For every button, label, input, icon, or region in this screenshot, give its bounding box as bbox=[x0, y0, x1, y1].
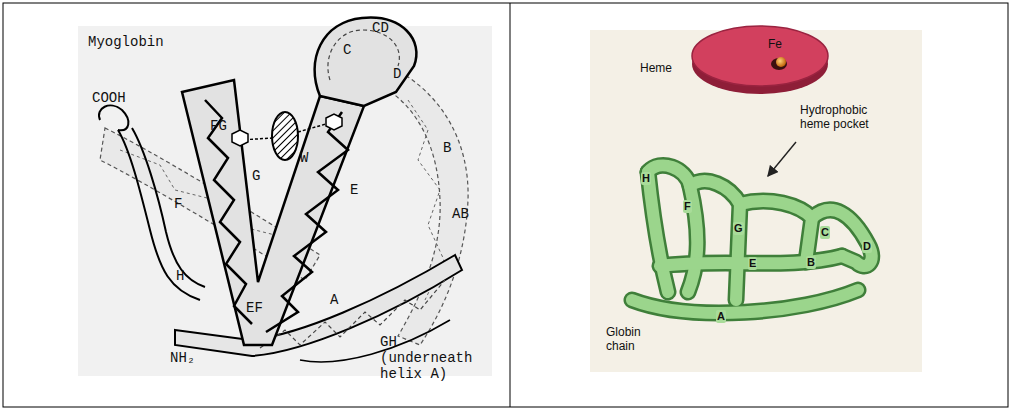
loop-label: EF bbox=[246, 300, 263, 316]
site-label: W bbox=[300, 150, 308, 166]
heme-label: Heme bbox=[640, 62, 672, 76]
helix-label: C bbox=[820, 226, 830, 239]
loop-label: FG bbox=[210, 118, 227, 134]
iron-label: Fe bbox=[768, 38, 782, 52]
helix-label: G bbox=[252, 168, 260, 184]
loop-label: CD bbox=[372, 20, 389, 36]
chain-label: Globin chain bbox=[606, 326, 662, 354]
helix-label: C bbox=[343, 42, 351, 58]
helix-label: H bbox=[641, 172, 651, 185]
helix-label: B bbox=[806, 256, 816, 269]
loop-label: AB bbox=[452, 206, 469, 222]
loop-label: GH (underneath helix A) bbox=[380, 334, 484, 382]
helix-label: D bbox=[862, 240, 872, 253]
helix-label: E bbox=[350, 182, 358, 198]
helix-label: F bbox=[683, 200, 692, 213]
helix-label: F bbox=[174, 196, 182, 212]
figure-title: Myoglobin bbox=[88, 34, 164, 50]
helix-label: A bbox=[716, 310, 726, 323]
helix-label: G bbox=[733, 222, 744, 235]
pocket-label: Hydrophobic heme pocket bbox=[800, 104, 880, 132]
helix-label: E bbox=[748, 257, 757, 270]
terminus-label: COOH bbox=[92, 90, 126, 106]
helix-label: B bbox=[443, 140, 451, 156]
helix-label: H bbox=[176, 268, 184, 284]
terminus-label: NH₂ bbox=[170, 350, 195, 366]
helix-label: A bbox=[330, 292, 338, 308]
helix-label: D bbox=[393, 66, 401, 82]
